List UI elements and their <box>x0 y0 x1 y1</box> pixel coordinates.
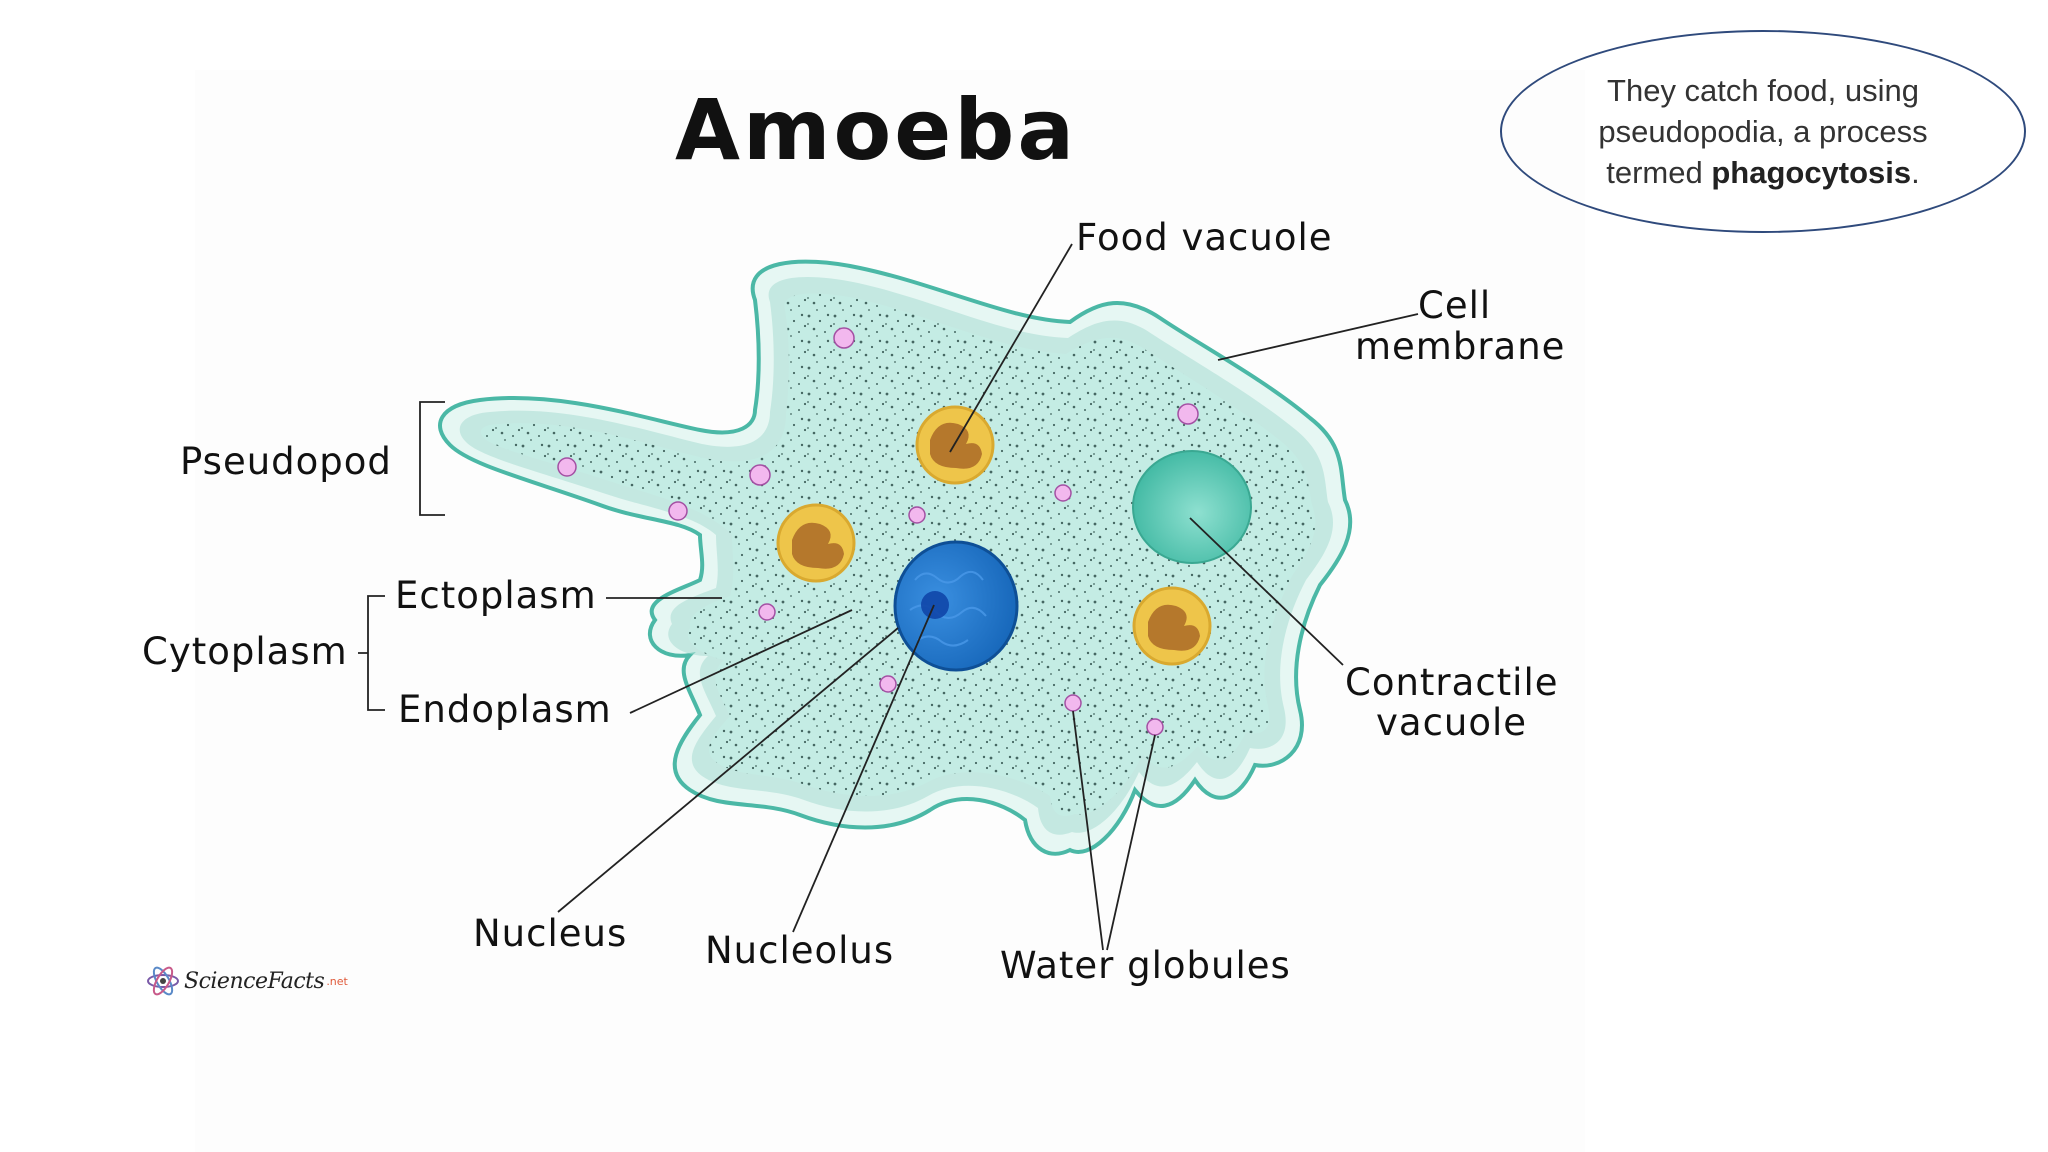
callout-line-2: pseudopodia, a process <box>1598 114 1928 149</box>
diagram-title: Amoeba <box>675 81 1078 179</box>
leader-nucleolus <box>792 604 935 933</box>
callout-text: They catch food, using pseudopodia, a pr… <box>1593 70 1933 193</box>
label-pseudopod: Pseudopod <box>180 440 392 483</box>
label-nucleolus: Nucleolus <box>705 929 894 972</box>
atom-icon <box>147 966 179 996</box>
food-vacuole-3 <box>1132 586 1212 666</box>
logo-name: ScienceFacts <box>184 968 325 994</box>
leader-lines <box>358 243 1419 951</box>
callout-line-1: They catch food, using <box>1607 73 1919 108</box>
logo-suffix: .net <box>326 974 348 988</box>
leader-water-globule-2 <box>1106 734 1156 951</box>
label-contractile-line1: Contractile <box>1345 661 1559 704</box>
leader-food-vacuole <box>949 243 1073 453</box>
label-water-globules: Water globules <box>1000 944 1291 987</box>
bracket-pseudopod <box>419 401 445 516</box>
contractile-vacuole <box>1132 450 1252 564</box>
nucleolus <box>921 591 949 619</box>
label-food-vacuole: Food vacuole <box>1076 216 1333 259</box>
leader-endoplasm <box>629 609 853 714</box>
water-globules <box>557 327 1199 736</box>
label-contractile-line2: vacuole <box>1376 701 1527 744</box>
label-cytoplasm: Cytoplasm <box>142 630 348 673</box>
callout-line-3-prefix: termed <box>1606 155 1712 190</box>
label-endoplasm: Endoplasm <box>398 688 612 731</box>
leader-cell-membrane <box>1217 313 1419 361</box>
amoeba-cell <box>438 259 1353 856</box>
food-vacuole-2 <box>776 503 856 583</box>
leader-nucleus <box>557 627 899 913</box>
callout-line-3-suffix: . <box>1911 155 1920 190</box>
sciencefacts-logo: ScienceFacts .net <box>146 964 348 998</box>
label-ectoplasm: Ectoplasm <box>395 574 597 617</box>
bracket-cytoplasm <box>358 595 385 711</box>
endoplasm-speckles <box>480 293 1316 816</box>
label-cell-membrane-line2: membrane <box>1355 325 1565 368</box>
leader-contractile-vacuole <box>1189 517 1344 666</box>
label-nucleus: Nucleus <box>473 912 627 955</box>
callout-ellipse: They catch food, using pseudopodia, a pr… <box>1500 30 2026 233</box>
nucleus <box>893 540 1019 672</box>
label-cell-membrane-line1: Cell <box>1418 284 1491 327</box>
callout-bold-term: phagocytosis <box>1711 155 1912 190</box>
leader-water-globule-1 <box>1072 710 1104 951</box>
